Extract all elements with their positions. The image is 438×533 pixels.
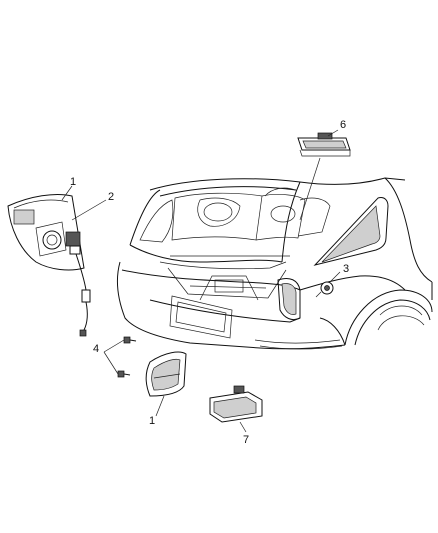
callout-6: 6 xyxy=(340,119,346,131)
screw-upper xyxy=(123,336,137,344)
callout-7: 7 xyxy=(243,434,249,446)
license-lamp xyxy=(209,385,263,423)
mounting-screws xyxy=(117,336,137,378)
callout-1-lower: 1 xyxy=(149,415,155,427)
callout-1-upper: 1 xyxy=(70,176,76,188)
tail-lamp-wiring-harness xyxy=(75,253,91,337)
left-tail-lamp-assembly xyxy=(7,193,85,271)
callout-2: 2 xyxy=(108,191,114,203)
side-marker-socket xyxy=(315,281,334,298)
vehicle-rear-body xyxy=(117,177,433,350)
high-mount-stop-lamp xyxy=(297,132,351,157)
leader-lines xyxy=(61,129,341,433)
callout-4: 4 xyxy=(93,343,99,355)
callout-numbers: 1 2 3 4 1 6 7 xyxy=(70,119,349,446)
callout-3: 3 xyxy=(343,263,349,275)
screw-lower xyxy=(117,370,131,378)
bumper-lamp xyxy=(145,351,187,397)
